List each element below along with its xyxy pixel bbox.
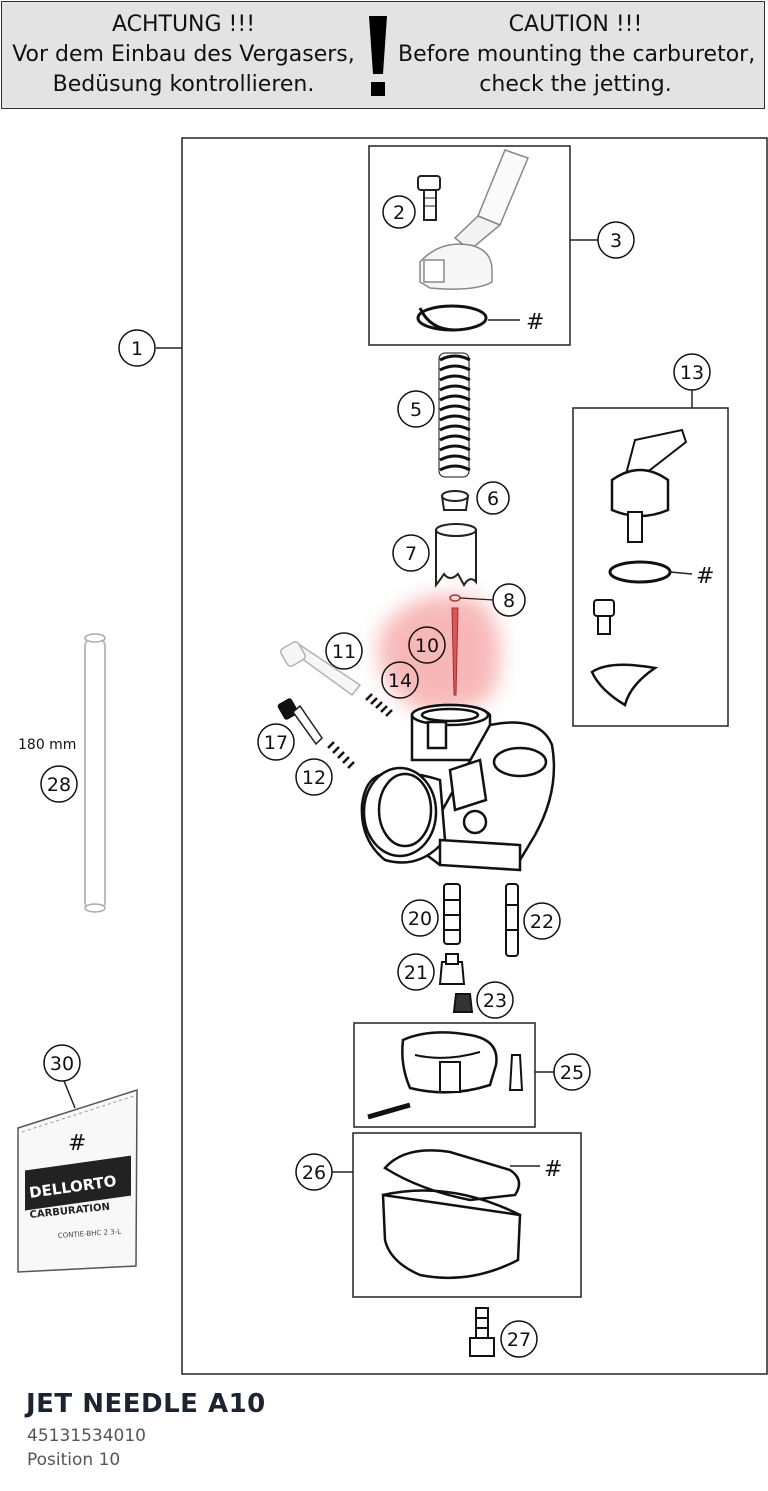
callout-27[interactable]: 27	[500, 1320, 538, 1358]
callout-26[interactable]: 26	[295, 1153, 333, 1191]
callout-13-label: 13	[680, 362, 704, 384]
german-warning-title: ACHTUNG !!!	[111, 12, 256, 37]
callout-28-label: 28	[47, 774, 71, 796]
callout-8[interactable]: 8	[492, 583, 526, 617]
callout-13[interactable]: 13	[673, 353, 711, 391]
jet-parts	[438, 883, 519, 1013]
callout-6-label: 6	[487, 488, 499, 510]
callout-1[interactable]: 1	[118, 329, 156, 367]
callout-12-label: 12	[302, 767, 326, 789]
callout-25-label: 25	[560, 1062, 584, 1084]
exclamation-icon	[369, 16, 387, 96]
carburetor-body	[360, 703, 556, 872]
float-bowl-group	[330, 1132, 582, 1298]
callout-2-label: 2	[393, 202, 405, 224]
callout-23-label: 23	[483, 990, 507, 1012]
retainer-part	[440, 490, 470, 511]
top-cap-group	[368, 145, 600, 346]
callout-3-label: 3	[610, 230, 622, 252]
english-warning-line2: check the jetting.	[479, 72, 672, 97]
english-warning: CAUTION !!! Before mounting the carburet…	[398, 10, 756, 100]
callout-12[interactable]: 12	[295, 758, 333, 796]
highlight-glow	[378, 595, 500, 713]
slide-part	[435, 523, 477, 588]
callout-28[interactable]: 28	[40, 765, 78, 803]
gasket-kit-bag: # DELLORTO CARBURATION CONTIE-BHC 2 3-L	[17, 1075, 138, 1273]
callout-11[interactable]: 11	[325, 632, 363, 670]
callout-3[interactable]: 3	[597, 221, 635, 259]
hash-label-choke-gasket: #	[696, 564, 714, 589]
choke-group	[572, 388, 729, 727]
callout-1-label: 1	[131, 338, 143, 360]
caution-banner: ACHTUNG !!! Vor dem Einbau des Vergasers…	[1, 1, 765, 109]
hash-label-bowl-gasket: #	[544, 1157, 562, 1182]
callout-30-label: 30	[50, 1053, 74, 1075]
callout-20[interactable]: 20	[401, 899, 439, 937]
german-warning-line2: Bedüsung kontrollieren.	[52, 72, 315, 97]
drain-screw-part	[469, 1307, 495, 1357]
spring-12-part	[327, 741, 355, 769]
callout-11-label: 11	[332, 641, 356, 663]
carburetor-exploded-diagram: 180 mm # DELLORTO CARBURATION CONTIE-BHC…	[17, 137, 768, 1375]
idle-screw-part	[280, 641, 362, 697]
float-group	[353, 1022, 555, 1128]
callout-14[interactable]: 14	[381, 661, 419, 699]
german-warning-line1: Vor dem Einbau des Vergasers,	[12, 42, 355, 67]
callout-7[interactable]: 7	[392, 534, 430, 572]
callout-21-label: 21	[404, 962, 428, 984]
assembly-frame	[181, 137, 768, 1375]
part-name: JET NEEDLE A10	[26, 1389, 266, 1419]
mixture-screw-part	[277, 698, 323, 746]
english-warning-title: CAUTION !!!	[508, 12, 643, 37]
tube-length-label: 180 mm	[18, 737, 76, 753]
bag-hash-label: #	[68, 1131, 86, 1156]
english-warning-line1: Before mounting the carburetor,	[398, 42, 756, 67]
callout-6[interactable]: 6	[476, 481, 510, 515]
callout-10[interactable]: 10	[408, 626, 446, 664]
part-position: Position 10	[27, 1450, 121, 1470]
callout-30[interactable]: 30	[43, 1044, 81, 1082]
callout-10-label: 10	[415, 635, 439, 657]
callout-17-label: 17	[264, 732, 288, 754]
callout-22[interactable]: 22	[523, 902, 561, 940]
callout-8-label: 8	[503, 590, 515, 612]
german-warning: ACHTUNG !!! Vor dem Einbau des Vergasers…	[6, 10, 361, 100]
callout-7-label: 7	[405, 543, 417, 565]
part-number: 45131534010	[27, 1426, 146, 1446]
callout-14-label: 14	[388, 670, 412, 692]
callout-25[interactable]: 25	[553, 1053, 591, 1091]
tube-part	[84, 633, 106, 913]
spring-part	[438, 352, 471, 478]
hash-label-cap-gasket: #	[526, 310, 544, 335]
callout-23[interactable]: 23	[476, 981, 514, 1019]
callout-22-label: 22	[530, 911, 554, 933]
part-info-panel: JET NEEDLE A10 45131534010 Position 10	[0, 1376, 768, 1491]
callout-2[interactable]: 2	[382, 195, 416, 229]
callout-27-label: 27	[507, 1329, 531, 1351]
callout-5[interactable]: 5	[397, 390, 435, 428]
callout-17[interactable]: 17	[257, 723, 295, 761]
callout-26-label: 26	[302, 1162, 326, 1184]
callout-5-label: 5	[410, 399, 422, 421]
small-spring-part	[365, 693, 393, 717]
callout-21[interactable]: 21	[397, 953, 435, 991]
jet-needle-part	[449, 594, 495, 696]
callout-20-label: 20	[408, 908, 432, 930]
